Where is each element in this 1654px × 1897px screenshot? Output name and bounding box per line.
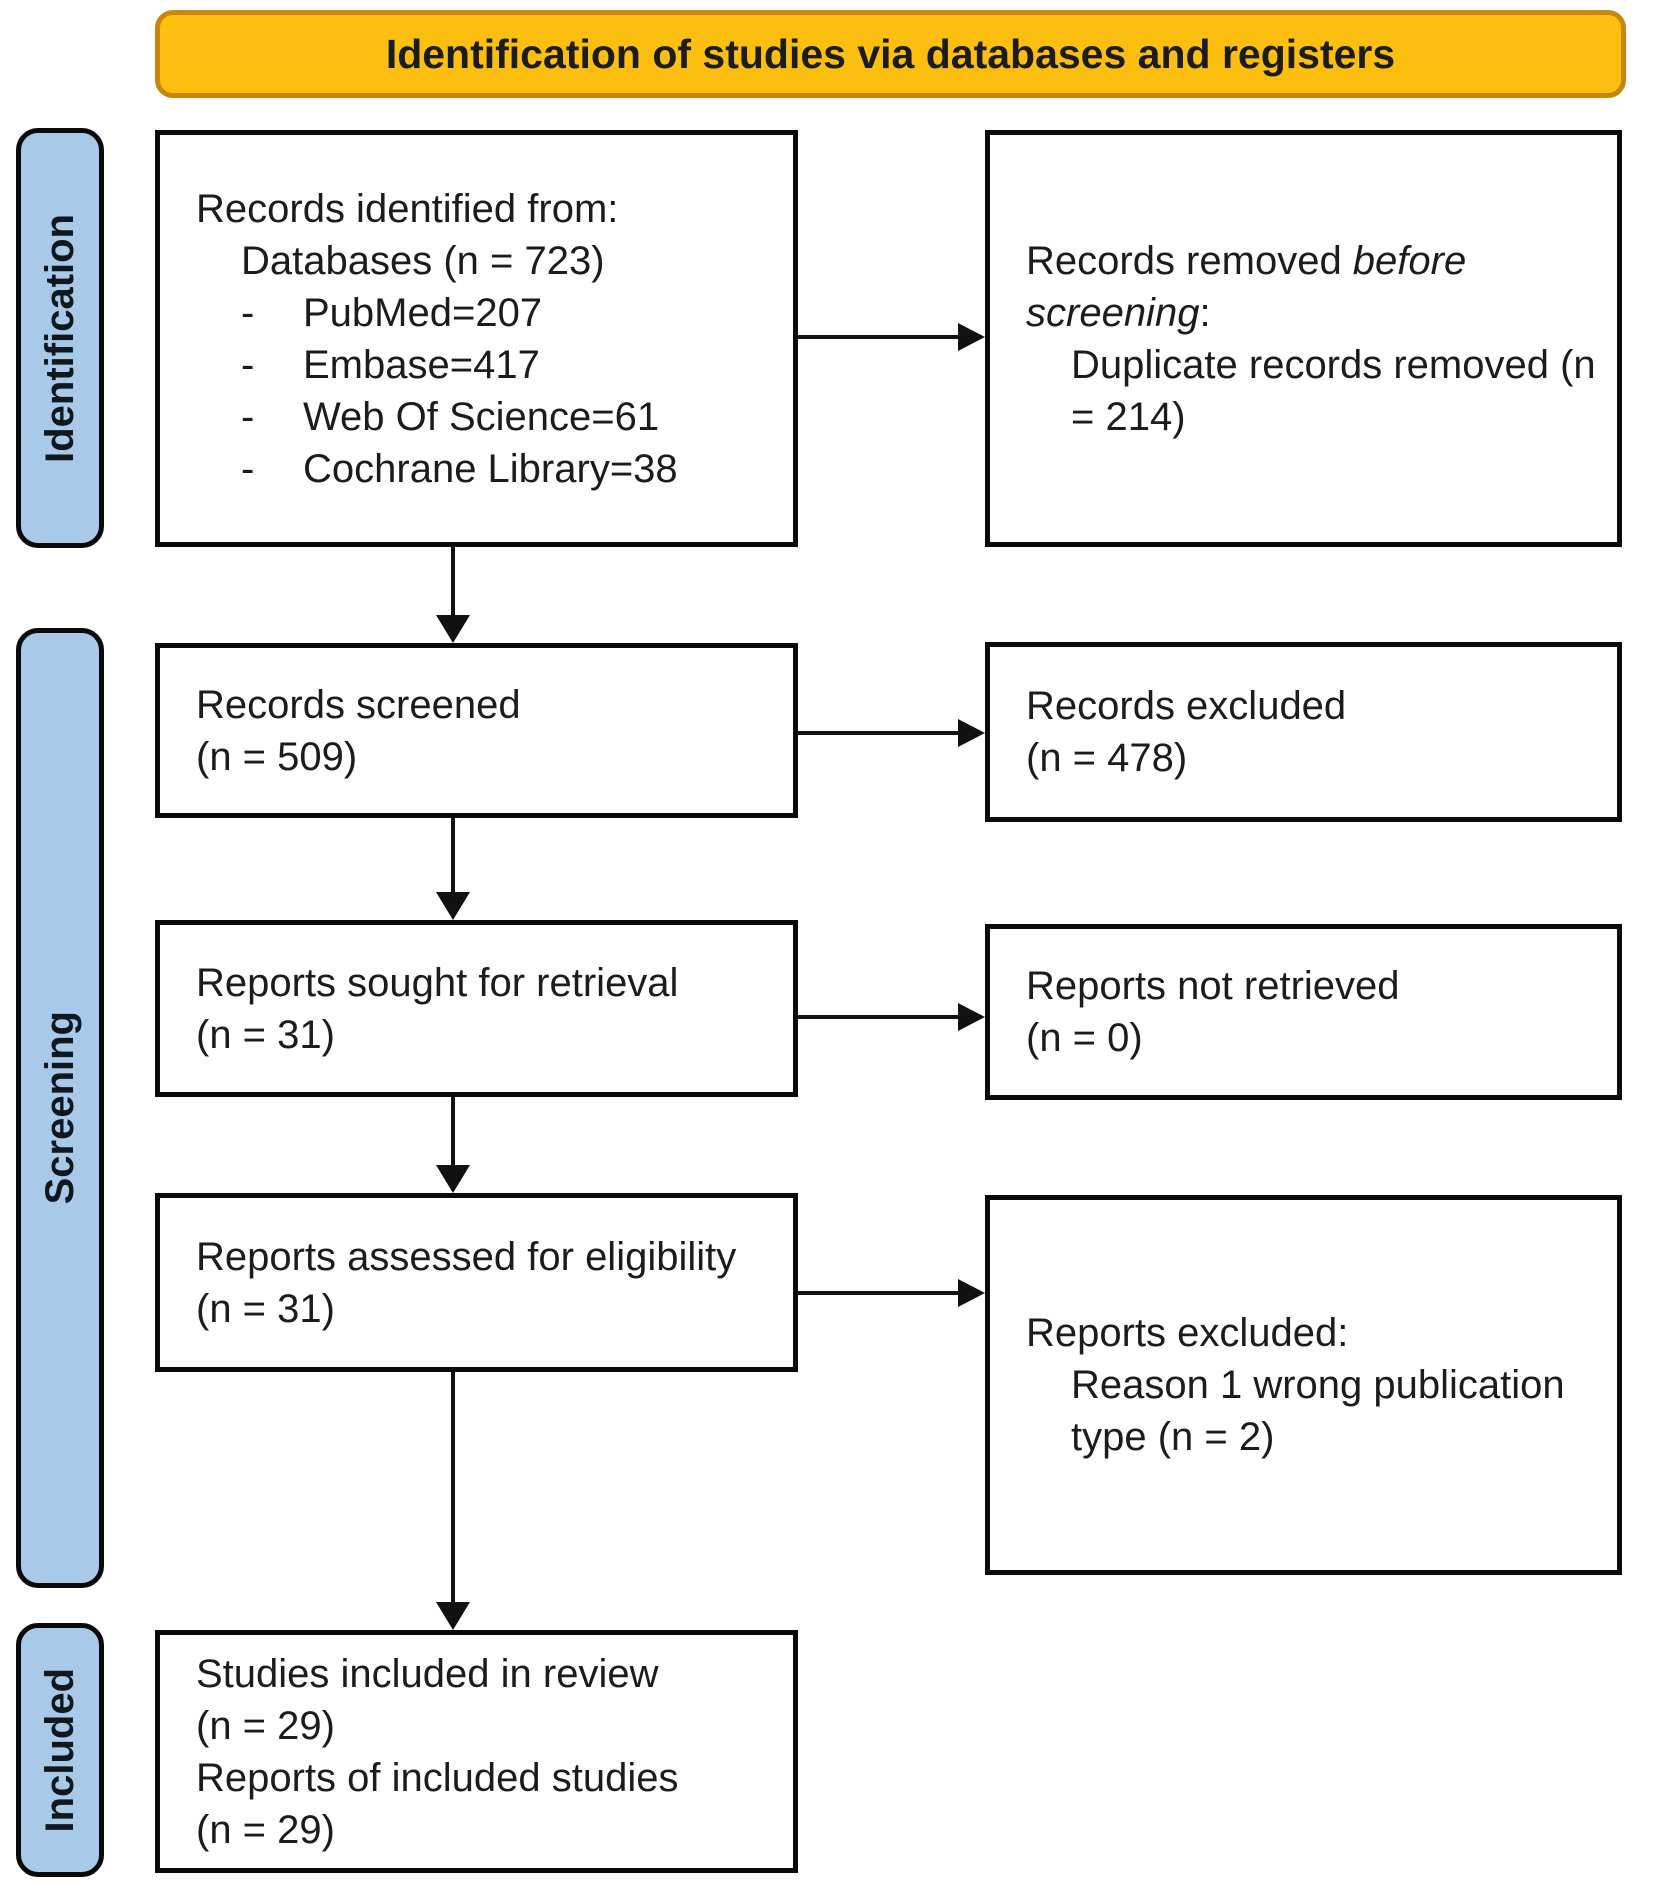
records-screened-count: (n = 509) [196,734,358,779]
reports-excluded-title: Reports excluded: [1026,1311,1349,1355]
box-reports-sought: Reports sought for retrieval (n = 31) [155,920,798,1097]
bullet-text: Web Of Science=61 [303,394,660,439]
bullet-text: Embase=417 [303,342,540,387]
records-excluded-line: Records excluded [1026,684,1347,728]
records-identified-bullet: - PubMed=207 [241,287,789,339]
arrow-sought-to-not-retrieved [798,1015,958,1019]
box-records-excluded: Records excluded (n = 478) [985,642,1622,822]
bullet-text: PubMed=207 [303,290,543,335]
reports-excluded-detail: type (n = 2) [1071,1415,1275,1459]
records-identified-bullet: - Embase=417 [241,339,789,391]
reports-assessed-count: (n = 31) [196,1286,335,1331]
reports-excluded-detail: Reason 1 wrong publication [1071,1363,1565,1407]
stage-label-included: Included [16,1623,104,1877]
box-reports-excluded: Reports excluded: Reason 1 wrong publica… [985,1195,1622,1575]
box-records-screened: Records screened (n = 509) [155,643,798,818]
records-identified-bullet: - Web Of Science=61 [241,391,789,443]
header-title: Identification of studies via databases … [385,31,1396,77]
reports-not-retrieved-line: Reports not retrieved [1026,964,1400,1008]
records-removed-line2: screening: [1026,287,1613,339]
box-records-identified: Records identified from: Databases (n = … [155,130,798,547]
bullet-dash: - [241,290,255,335]
reports-assessed-line: Reports assessed for eligibility [196,1234,737,1279]
arrow-sought-to-assessed [451,1097,455,1165]
records-identified-title: Records identified from: [196,186,619,231]
arrow-screened-to-sought [451,818,455,892]
reports-included-line: Reports of included studies [196,1755,679,1800]
arrow-assessed-to-included [451,1372,455,1602]
stage-label-screening-text: Screening [38,1011,82,1205]
arrow-screened-to-excluded [798,731,958,735]
records-excluded-count: (n = 478) [1026,736,1188,780]
bullet-dash: - [241,394,255,439]
studies-included-line: Studies included in review [196,1651,659,1696]
bullet-dash: - [241,342,255,387]
records-removed-line2-regular: : [1199,290,1211,335]
arrow-assessed-to-excluded [798,1291,958,1295]
records-screened-line: Records screened [196,682,521,727]
arrow-identified-to-screened [451,547,455,615]
stage-label-identification: Identification [16,128,104,548]
records-removed-line1-italic: before [1352,238,1467,283]
records-removed-detail: Duplicate records removed (n [1071,342,1596,387]
records-removed-line1: Records removed before [1026,235,1613,287]
records-identified-bullet: - Cochrane Library=38 [241,443,789,495]
box-reports-assessed: Reports assessed for eligibility (n = 31… [155,1193,798,1372]
records-removed-line2-italic: screening [1026,290,1200,335]
arrow-identified-to-removed [798,335,958,339]
box-reports-not-retrieved: Reports not retrieved (n = 0) [985,924,1622,1100]
box-records-removed: Records removed before screening: Duplic… [985,130,1622,547]
reports-included-count: (n = 29) [196,1807,335,1852]
stage-label-screening: Screening [16,628,104,1588]
reports-sought-count: (n = 31) [196,1012,335,1057]
studies-included-count: (n = 29) [196,1703,335,1748]
reports-not-retrieved-count: (n = 0) [1026,1016,1143,1060]
records-removed-line1-regular: Records removed [1026,238,1353,283]
stage-label-identification-text: Identification [38,213,82,463]
records-identified-subtitle: Databases (n = 723) [241,238,605,283]
stage-label-included-text: Included [38,1667,82,1833]
box-studies-included: Studies included in review (n = 29) Repo… [155,1630,798,1873]
reports-sought-line: Reports sought for retrieval [196,960,679,1005]
records-removed-detail: = 214) [1071,394,1186,439]
bullet-dash: - [241,446,255,491]
header-banner: Identification of studies via databases … [155,10,1626,98]
bullet-text: Cochrane Library=38 [303,446,678,491]
